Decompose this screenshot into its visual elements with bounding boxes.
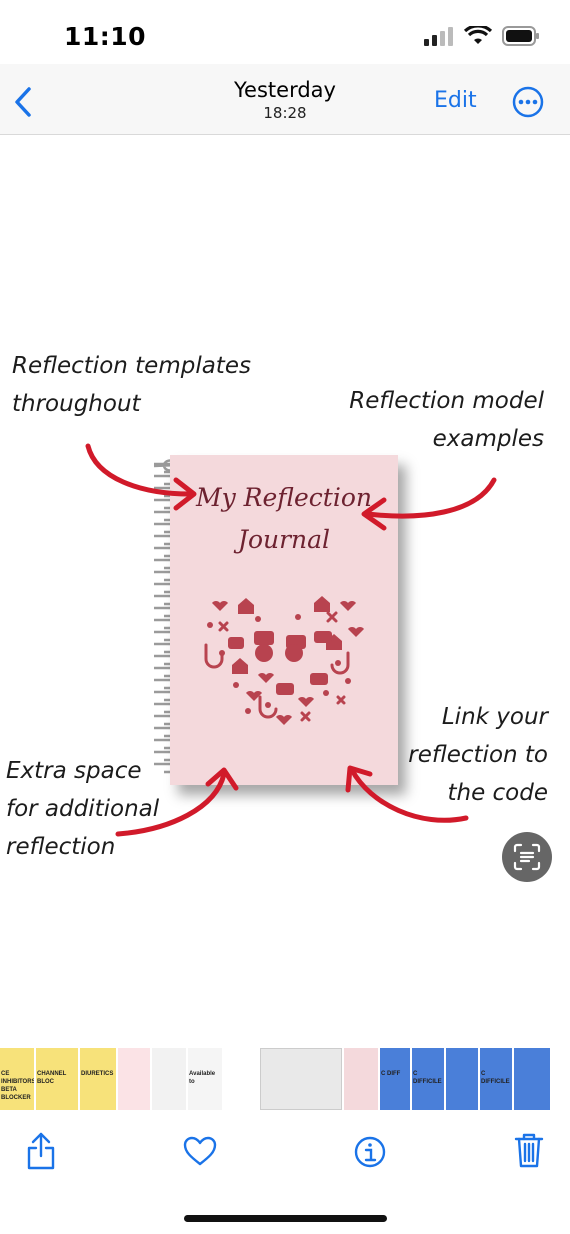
nav-title: Yesterday xyxy=(234,78,336,102)
thumbnail[interactable]: C DIFFICILE xyxy=(480,1048,512,1110)
trash-icon[interactable] xyxy=(514,1132,544,1168)
heart-icon[interactable] xyxy=(183,1136,217,1166)
journal-title-line: Journal xyxy=(237,525,331,554)
thumbnail[interactable]: C DIFFICILE xyxy=(412,1048,444,1110)
annotation-line: throughout xyxy=(12,391,141,417)
thumbnail-label: C DIFF xyxy=(381,1071,401,1077)
heart-pattern-icon xyxy=(204,596,364,725)
thumbnail[interactable] xyxy=(118,1048,150,1110)
share-icon[interactable] xyxy=(26,1132,56,1170)
thumbnail[interactable]: DIURETICS xyxy=(80,1048,116,1110)
battery-icon xyxy=(502,26,539,46)
annotation-line: reflection to xyxy=(408,742,548,768)
thumbnail-label: DIURETICS xyxy=(81,1071,114,1077)
annotation-line: Reflection model xyxy=(349,388,544,414)
journal-cover: My Reflection Journal xyxy=(170,455,398,785)
annotation-line: the code xyxy=(447,780,548,806)
annotation-bottom-left: Extra space for additional reflection xyxy=(6,752,159,866)
back-chevron-icon[interactable] xyxy=(12,86,34,118)
annotation-line: reflection xyxy=(6,834,116,860)
journal-title-line: My Reflection xyxy=(196,483,372,512)
annotation-line: for additional xyxy=(6,796,160,822)
annotation-line: examples xyxy=(432,426,544,452)
live-text-button[interactable] xyxy=(502,832,552,882)
thumbnail[interactable] xyxy=(344,1048,378,1110)
annotation-arrows xyxy=(85,443,497,837)
thumbnail[interactable] xyxy=(224,1048,258,1110)
home-indicator xyxy=(184,1215,387,1222)
thumbnail[interactable]: CE INHIBITORS BETA BLOCKER xyxy=(0,1048,34,1110)
annotation-line: Link your xyxy=(441,704,548,730)
thumbnail-label: Available to xyxy=(189,1071,216,1085)
thumbnail[interactable] xyxy=(514,1048,550,1110)
journal-title: My Reflection Journal xyxy=(170,477,398,561)
thumbnail[interactable] xyxy=(446,1048,478,1110)
edit-button[interactable]: Edit xyxy=(434,88,477,113)
nav-bar xyxy=(0,64,570,135)
annotation-line: Extra space xyxy=(6,758,142,784)
thumbnail-label: CE INHIBITORS BETA BLOCKER xyxy=(1,1071,34,1101)
thumbnail[interactable]: CHANNEL BLOC xyxy=(36,1048,78,1110)
annotation-top-right: Reflection model examples xyxy=(349,382,544,458)
more-icon[interactable] xyxy=(512,86,544,118)
status-time: 11:10 xyxy=(64,22,147,51)
thumbnail[interactable]: Available to xyxy=(188,1048,222,1110)
wifi-icon xyxy=(464,26,492,44)
thumbnail[interactable] xyxy=(260,1048,342,1110)
annotation-top-left: Reflection templates throughout xyxy=(12,347,251,423)
thumbnail[interactable] xyxy=(152,1048,186,1110)
thumbnail[interactable]: C DIFF xyxy=(380,1048,410,1110)
thumbnail-label: C DIFFICILE xyxy=(413,1071,442,1085)
annotation-bottom-right: Link your reflection to the code xyxy=(408,698,548,812)
nav-subtitle: 18:28 xyxy=(263,104,307,122)
info-icon[interactable] xyxy=(354,1136,386,1168)
signal-icon xyxy=(424,27,453,46)
live-text-icon xyxy=(513,843,541,871)
thumbnail-label: CHANNEL BLOC xyxy=(37,1071,67,1085)
status-icons xyxy=(424,26,540,46)
annotation-line: Reflection templates xyxy=(12,353,251,379)
thumbnail-label: C DIFFICILE xyxy=(481,1071,510,1085)
